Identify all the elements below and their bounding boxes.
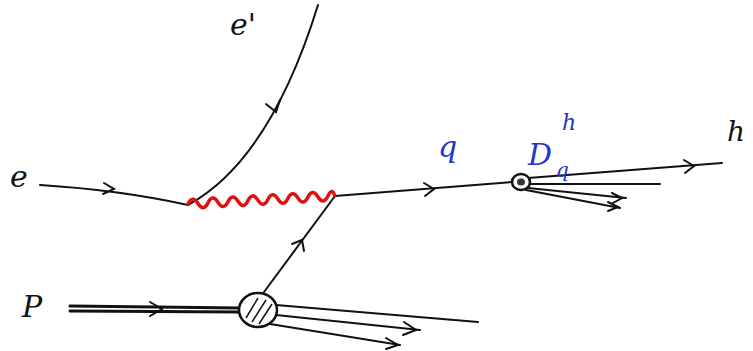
remnant-line [526,190,620,208]
fragmentation-blob [512,174,530,190]
proton-line [70,311,240,312]
arrow-head [103,183,114,194]
quark-line [335,182,512,196]
particle-label: h [562,112,576,134]
arrow-head [386,338,398,349]
proton-blob [239,293,277,327]
fragmentation-blob-core [517,179,525,186]
arrow-head [684,160,694,173]
arrow-head [292,240,304,251]
photon-line [188,191,335,208]
arrow-head [424,183,434,196]
remnant-line [276,305,478,322]
remnant-line [270,324,400,345]
arrow-head [403,322,416,335]
particle-label: e' [230,10,256,40]
electron-line [188,5,318,205]
arrow-head [266,100,280,112]
particle-label: h [727,118,745,146]
remnant-line [530,183,660,185]
arrow-head [150,302,162,316]
particle-label: q [438,132,457,162]
particle-label: q [556,160,569,180]
particle-label: D [528,140,552,170]
quark-line [264,196,335,292]
proton-line [70,306,240,308]
arrow-head [608,202,618,211]
particle-label: e [10,162,28,192]
blob-hatching [246,298,272,324]
arrow-head [612,193,622,203]
particle-label: P [22,292,42,322]
